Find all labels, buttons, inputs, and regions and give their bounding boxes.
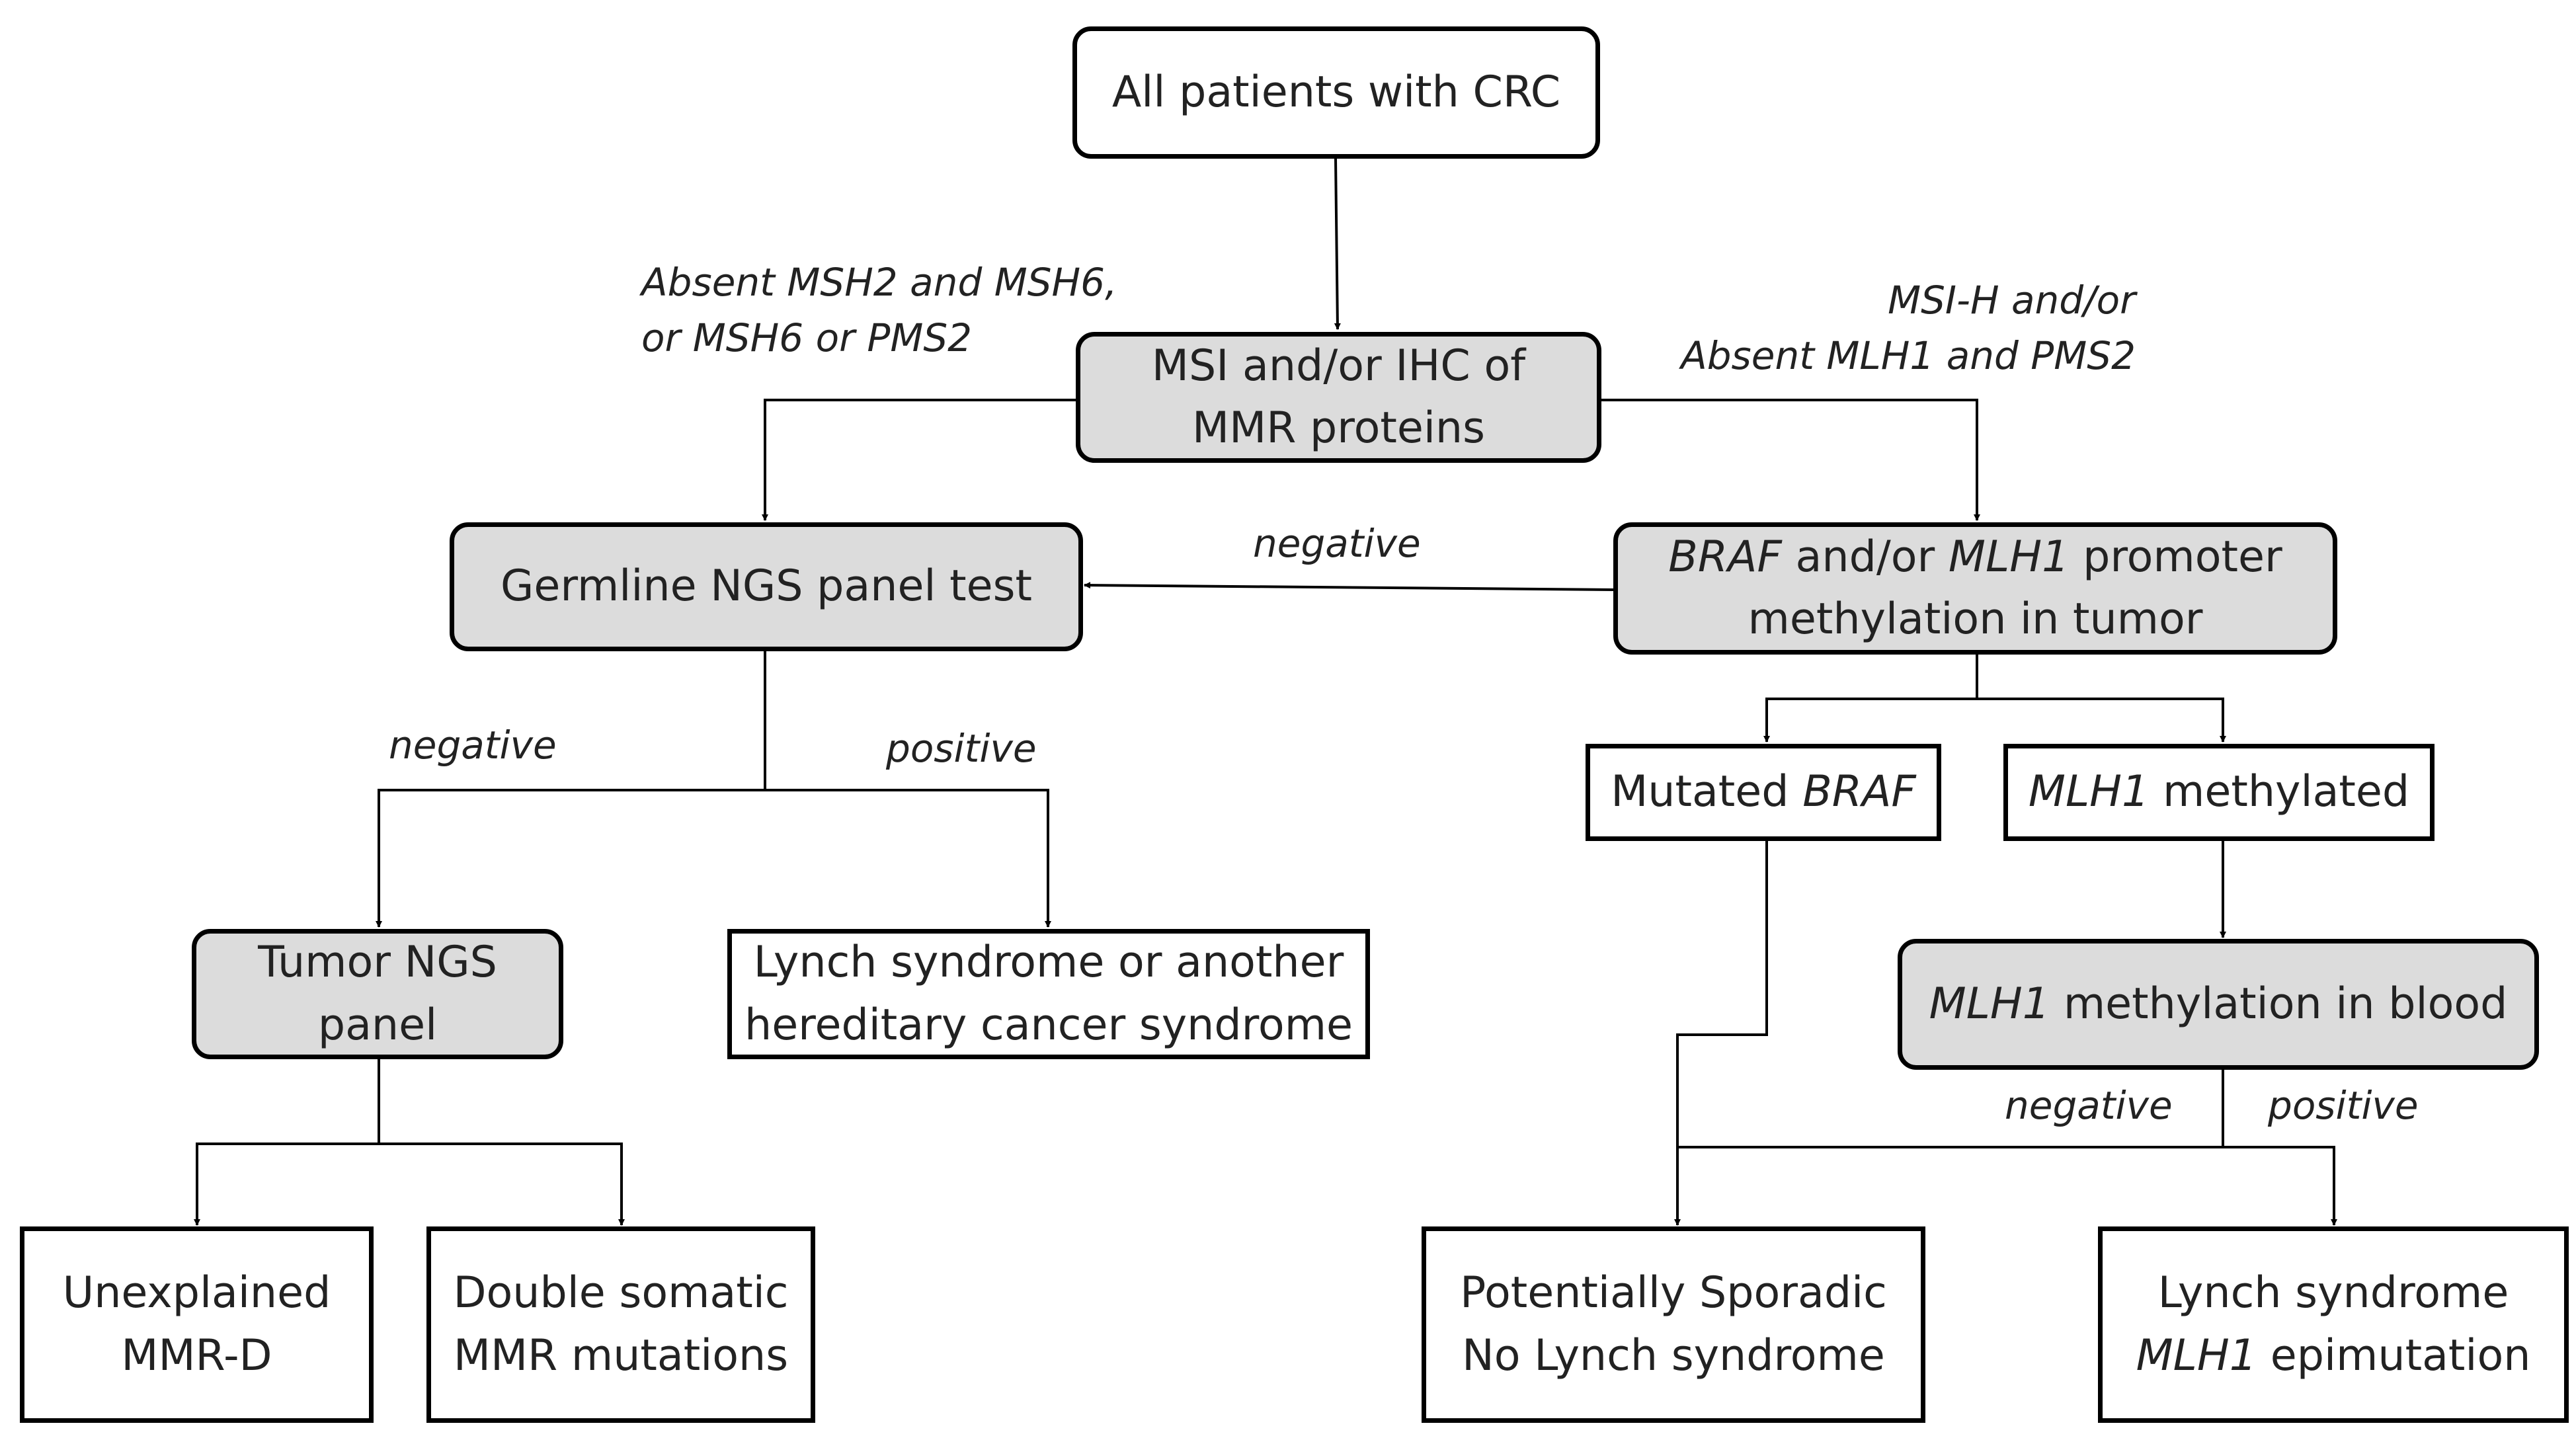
node-all-patients-crc: All patients with CRC xyxy=(1072,26,1600,159)
arrow-mutated-braf-to-sporadic xyxy=(1674,841,1768,1226)
node-braf-mlh1-test: BRAF and/or MLH1 promoter methylation in… xyxy=(1613,522,2337,655)
node-unexplained-mmr-d: Unexplained MMR-D xyxy=(20,1226,374,1423)
node-text: All patients with CRC xyxy=(1111,67,1561,117)
edge-label-text: Absent MSH2 and MSH6, xyxy=(641,260,1117,305)
node-text: methylation in tumor xyxy=(1748,594,2203,644)
node-text: BRAF and/or MLH1 promoter xyxy=(1668,532,2282,582)
node-text: No Lynch syndrome xyxy=(1462,1330,1885,1381)
arrow-braf-test-to-mlh1-methylated xyxy=(1977,698,2226,742)
arrow-braf-negative-to-germline xyxy=(1084,582,1616,591)
node-mlh1-blood: MLH1 methylation in blood xyxy=(1898,939,2539,1070)
node-text: MLH1 methylation in blood xyxy=(1929,979,2508,1029)
node-text: MMR proteins xyxy=(1192,403,1485,453)
edge-label-braf-negative: negative xyxy=(1253,521,1421,566)
node-text: Germline NGS panel test xyxy=(501,561,1032,612)
node-msi-ihc: MSI and/or IHC of MMR proteins xyxy=(1076,332,1601,463)
edge-label-germline-positive: positive xyxy=(886,726,1037,771)
arrow-start-to-msi xyxy=(1334,158,1341,330)
node-double-somatic: Double somatic MMR mutations xyxy=(426,1226,815,1423)
node-germline-ngs: Germline NGS panel test xyxy=(450,522,1083,651)
node-text: MLH1 epimutation xyxy=(2136,1330,2531,1381)
node-text: Potentially Sporadic xyxy=(1460,1268,1887,1318)
node-text: Tumor NGS xyxy=(258,938,497,988)
node-text: hereditary cancer syndrome xyxy=(745,1000,1353,1050)
node-text: Unexplained xyxy=(62,1268,331,1318)
edge-label-germline-negative: negative xyxy=(389,723,557,768)
node-text: Lynch syndrome or another xyxy=(753,938,1344,988)
edge-label-absent-msh: Absent MSH2 and MSH6, or MSH6 or PMS2 xyxy=(641,255,1117,366)
node-text: Lynch syndrome xyxy=(2157,1268,2509,1318)
edge-label-blood-positive: positive xyxy=(2268,1083,2419,1128)
arrow-tumor-ngs-to-double-somatic xyxy=(379,1143,625,1226)
arrow-tumor-ngs-to-unexplained xyxy=(194,1143,379,1226)
edge-label-msi-h: MSI-H and/or Absent MLH1 and PMS2 xyxy=(1679,272,2136,383)
node-text: MSI and/or IHC of xyxy=(1151,341,1526,391)
node-text: MMR-D xyxy=(121,1330,272,1381)
node-mlh1-methylated: MLH1 methylated xyxy=(2003,744,2435,841)
node-lynch-hereditary: Lynch syndrome or another hereditary can… xyxy=(727,929,1370,1059)
arrow-germline-to-lynch xyxy=(765,789,1051,928)
arrow-blood-positive-to-epimutation xyxy=(2223,1146,2337,1226)
node-lynch-epimutation: Lynch syndrome MLH1 epimutation xyxy=(2098,1226,2569,1423)
node-text: MLH1 methylated xyxy=(2028,767,2410,817)
arrow-msi-to-germline xyxy=(762,399,1079,521)
node-text: panel xyxy=(317,1000,438,1050)
node-tumor-ngs: Tumor NGS panel xyxy=(192,929,563,1059)
arrow-msi-to-braf-test xyxy=(1598,399,1980,521)
edge-label-text: Absent MLH1 and PMS2 xyxy=(1681,333,2136,379)
arrow-germline-to-tumor-ngs xyxy=(376,789,765,928)
node-text: MMR mutations xyxy=(453,1330,789,1381)
node-text: Double somatic xyxy=(453,1268,789,1318)
edge-label-text: or MSH6 or PMS2 xyxy=(641,315,973,361)
edge-label-blood-negative: negative xyxy=(2005,1083,2173,1128)
node-text: Mutated BRAF xyxy=(1611,767,1916,817)
arrow-braf-test-to-mutated-braf xyxy=(1763,698,1977,742)
node-mutated-braf: Mutated BRAF xyxy=(1586,744,1941,841)
node-potentially-sporadic: Potentially Sporadic No Lynch syndrome xyxy=(1422,1226,1925,1423)
edge-label-text: MSI-H and/or xyxy=(1888,278,2136,323)
